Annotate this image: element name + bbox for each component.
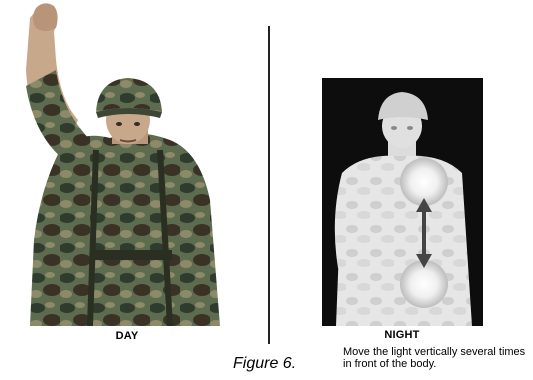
panel-divider <box>268 26 270 344</box>
day-label: DAY <box>97 330 157 342</box>
night-label: NIGHT <box>372 329 432 341</box>
night-soldier-illustration <box>322 78 483 326</box>
instruction-text: Move the light vertically several times … <box>343 346 533 370</box>
day-soldier-illustration <box>0 0 240 326</box>
figure-caption: Figure 6. <box>233 355 296 373</box>
